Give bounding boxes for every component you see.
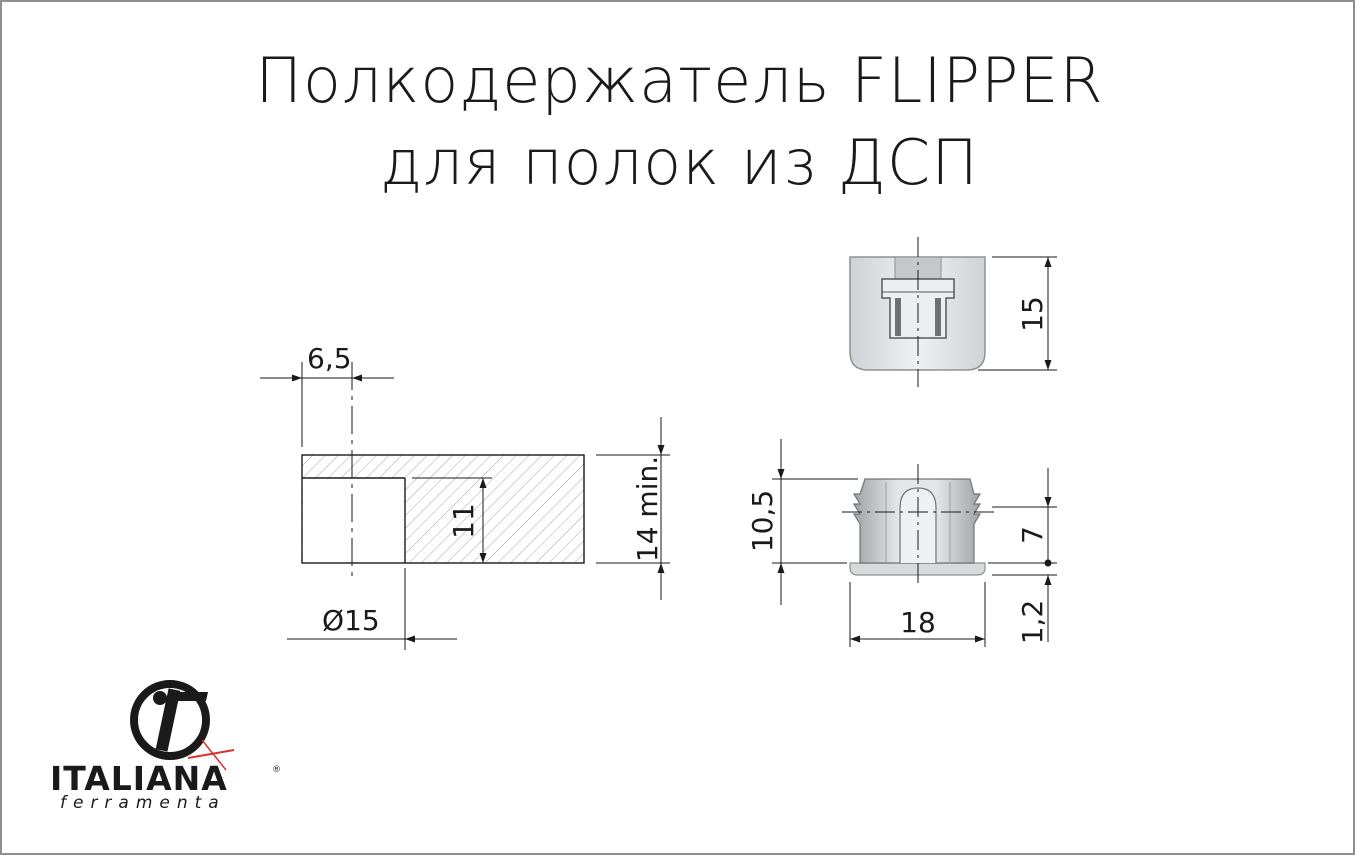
dim-width: 18 xyxy=(900,606,936,639)
dim-top-height: 15 xyxy=(1016,296,1049,332)
title-line-1: Полкодержатель FLIPPER xyxy=(255,44,1104,117)
shelf-section-view xyxy=(260,362,670,650)
dim-body-height: 10,5 xyxy=(746,490,779,552)
dim-diameter: Ø15 xyxy=(322,604,380,637)
brand-subtitle: ferramenta xyxy=(60,793,226,813)
title-line-2: для полок из ДСП xyxy=(380,126,979,199)
holder-side-view xyxy=(772,439,1057,647)
if-monogram-icon xyxy=(130,680,235,771)
brand-name: ITALIANA xyxy=(50,759,228,798)
dim-hole-depth: 11 xyxy=(447,503,480,539)
dim-insert-height: 7 xyxy=(1016,526,1049,544)
dim-shelf-min-thickness: 14 min. xyxy=(631,456,664,562)
hole-cavity xyxy=(303,478,405,563)
brand-logo: ITALIANA ® ferramenta xyxy=(50,680,281,813)
registered-mark: ® xyxy=(272,765,281,775)
dim-flange-height: 1,2 xyxy=(1016,600,1049,645)
holder-top-view xyxy=(849,237,1057,387)
dim-depth-offset: 6,5 xyxy=(307,342,352,375)
shelf-outline xyxy=(301,454,585,564)
